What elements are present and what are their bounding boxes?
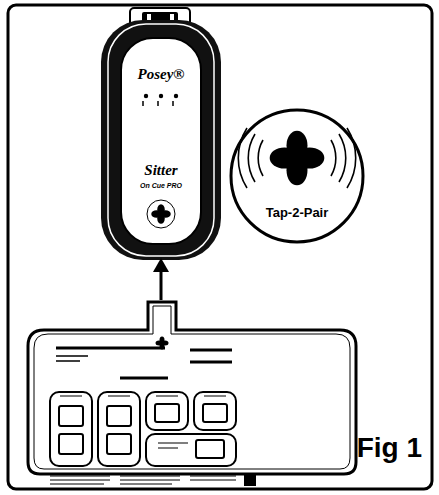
device-panel: Posey® Sitter On Cue PRO xyxy=(121,38,201,244)
arrowhead xyxy=(153,258,169,272)
figure-label: Fig 1 xyxy=(357,432,422,464)
callout-label: Tap-2-Pair xyxy=(266,205,329,220)
brand-name: Posey® xyxy=(137,66,184,83)
device xyxy=(101,8,221,260)
callout-outline xyxy=(229,108,365,244)
model-name: On Cue PRO xyxy=(140,182,182,189)
card xyxy=(28,302,356,486)
arrow-line xyxy=(160,270,163,300)
frame xyxy=(8,5,432,489)
product-name: Sitter xyxy=(144,162,177,179)
callout-circle: Tap-2-Pair xyxy=(229,108,365,244)
nfc-symbol xyxy=(238,128,355,188)
